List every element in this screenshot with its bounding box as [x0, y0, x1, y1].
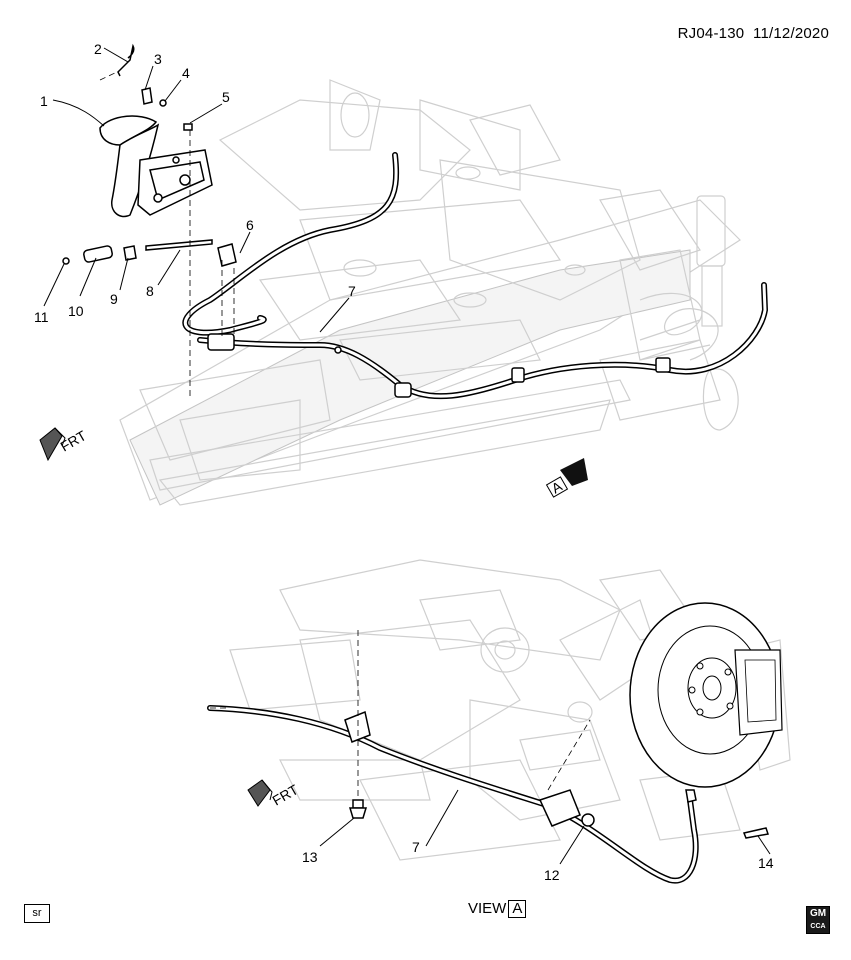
lever-hardware: [62, 43, 237, 267]
alignment-lines: [99, 71, 235, 400]
view-word: VIEW: [468, 900, 507, 917]
frt-label-top: FRT: [58, 427, 90, 455]
gm-logo: GM CCA: [806, 906, 830, 934]
callout-14: 14: [758, 855, 774, 871]
callout-7-top: 7: [348, 283, 356, 299]
callout-6: 6: [246, 217, 254, 233]
callout-leaders-bottom: [319, 789, 771, 865]
callouts-bottom: 13 7 12 14: [302, 839, 774, 883]
brake-rotor: [629, 602, 783, 788]
underbody-structure: [119, 79, 741, 506]
callouts-top: 1 2 3 4 5 6 7 8 9 10 11: [34, 41, 356, 325]
front-direction-marker-bottom: FRT: [247, 779, 302, 809]
callout-4: 4: [182, 65, 190, 81]
callout-2: 2: [94, 41, 102, 57]
callout-7-bottom: 7: [412, 839, 420, 855]
callout-9: 9: [110, 291, 118, 307]
callout-12: 12: [544, 867, 560, 883]
callout-leaders-top: [43, 47, 350, 333]
rear-cable-view-a: [207, 705, 769, 884]
frt-label-bottom: FRT: [270, 781, 302, 809]
front-cable-top: [182, 152, 400, 336]
front-direction-marker-top: FRT: [39, 427, 90, 462]
gm-logo-line2: CCA: [810, 923, 826, 930]
callout-1: 1: [40, 93, 48, 109]
rear-cable-top: [197, 282, 769, 400]
diagram-date: 11/12/2020: [753, 25, 829, 42]
bolt-13: [348, 799, 368, 819]
view-a-alignment: [210, 630, 591, 805]
callout-8: 8: [146, 283, 154, 299]
diagram-reference: RJ04-130 11/12/2020: [678, 25, 829, 42]
callout-5: 5: [222, 89, 230, 105]
callout-3: 3: [154, 51, 162, 67]
parking-brake-lever: [99, 115, 213, 218]
callout-11: 11: [34, 309, 49, 325]
view-letter-box: A: [508, 900, 527, 918]
diagram-code: RJ04-130: [677, 25, 745, 42]
gm-logo-line1: GM: [809, 908, 827, 919]
view-a-arrow: A: [545, 458, 588, 498]
corner-tag: sr: [24, 904, 50, 923]
callout-13: 13: [302, 849, 318, 865]
callout-10: 10: [68, 303, 84, 319]
